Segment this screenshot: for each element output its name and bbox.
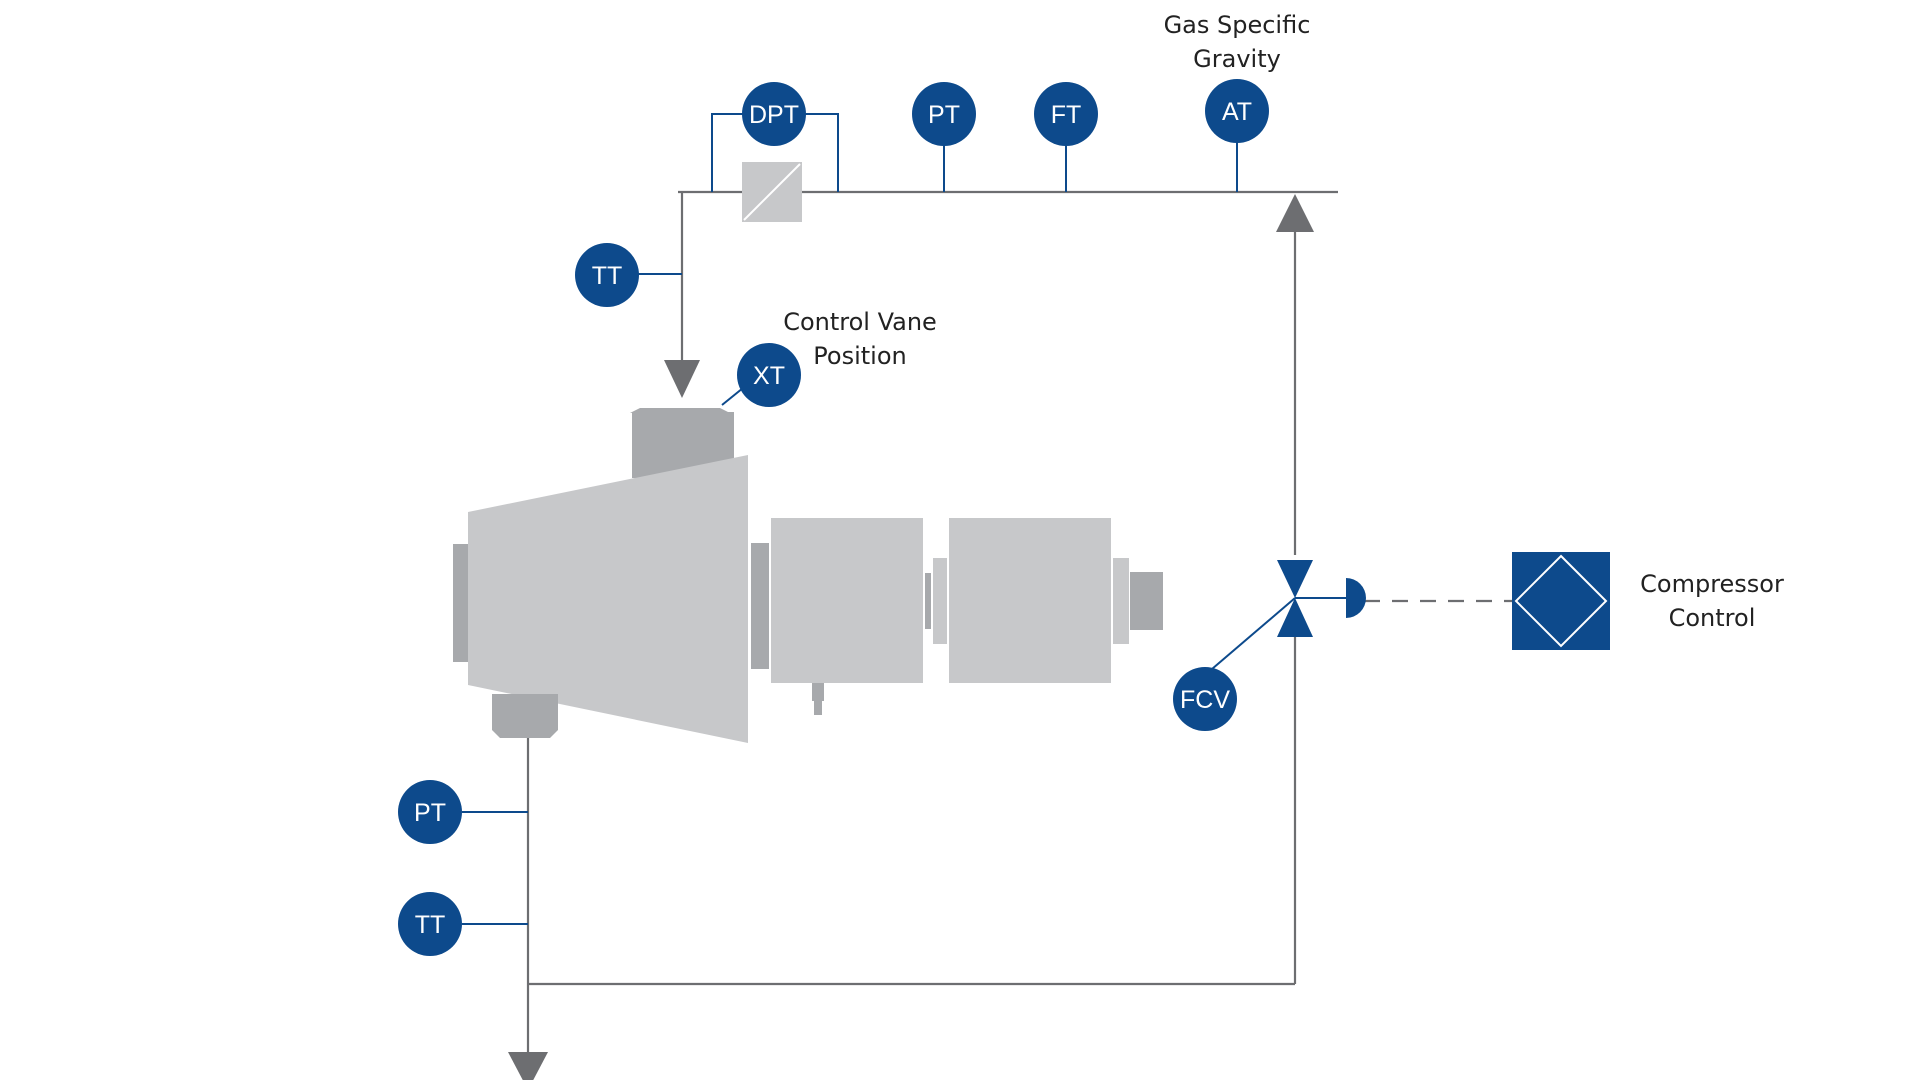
gas-specific-gravity-label-line2: Gravity bbox=[1193, 45, 1281, 73]
motor-end-cap bbox=[1113, 558, 1129, 644]
driver-motor bbox=[949, 518, 1111, 683]
gearbox-drain-tip bbox=[814, 701, 822, 715]
fcv-connection bbox=[1211, 597, 1296, 670]
process-piping bbox=[508, 162, 1338, 1080]
instrument-tag-tt-inlet: TT bbox=[592, 262, 623, 290]
instrument-tag-at: AT bbox=[1222, 98, 1252, 126]
valve-actuator-icon bbox=[1346, 578, 1366, 618]
instrument-at[interactable]: AT bbox=[1205, 79, 1269, 143]
compressor-left-flange bbox=[453, 544, 468, 662]
valve-upper-triangle-icon bbox=[1277, 560, 1313, 598]
instrument-ft[interactable]: FT bbox=[1034, 82, 1098, 146]
compressor-control-block bbox=[1512, 552, 1610, 650]
compressor-control-label-line2: Control bbox=[1669, 604, 1756, 632]
coupling-hub-left bbox=[925, 573, 931, 629]
compressor-body bbox=[468, 455, 748, 743]
inlet-nozzle-flange bbox=[630, 408, 730, 413]
instrument-tag-pt-outlet: PT bbox=[414, 799, 446, 827]
instrument-tag-dpt: DPT bbox=[749, 101, 799, 129]
compressor-train bbox=[453, 408, 1163, 743]
instrument-dpt[interactable]: DPT bbox=[742, 82, 806, 146]
instrument-pt-outlet[interactable]: PT bbox=[398, 780, 462, 844]
instrument-bubble bbox=[742, 82, 806, 146]
instrument-tag-tt-outlet: TT bbox=[415, 911, 446, 939]
instrument-bubble bbox=[912, 82, 976, 146]
instrument-pt-top[interactable]: PT bbox=[912, 82, 976, 146]
instrument-tag-pt-top: PT bbox=[928, 101, 960, 129]
instrument-connections bbox=[462, 113, 1512, 925]
instrument-bubble bbox=[398, 892, 462, 956]
instrument-bubble bbox=[1173, 667, 1237, 731]
compressor-control-icon bbox=[1512, 552, 1610, 650]
instrument-bubble bbox=[1205, 79, 1269, 143]
control-vane-position-label-line2: Position bbox=[813, 342, 906, 370]
discharge-nozzle bbox=[492, 694, 558, 730]
instrument-tag-ft: FT bbox=[1051, 101, 1082, 129]
instrument-bubble bbox=[1034, 82, 1098, 146]
gas-specific-gravity-label-line1: Gas Specific bbox=[1164, 11, 1311, 39]
coupling bbox=[933, 558, 947, 644]
discharge-arrow-icon bbox=[508, 1052, 548, 1080]
control-valve bbox=[1277, 560, 1366, 637]
xt-connection bbox=[721, 387, 744, 406]
gearbox bbox=[771, 518, 923, 683]
instrument-xt[interactable]: XT bbox=[737, 343, 801, 407]
instrument-tag-xt: XT bbox=[753, 362, 785, 390]
inlet-arrow-icon bbox=[664, 360, 700, 398]
compressor-control-label-line1: Compressor bbox=[1640, 570, 1784, 598]
recycle-up-arrow-icon bbox=[1276, 194, 1314, 232]
gearbox-drain bbox=[812, 683, 824, 701]
instrument-bubble bbox=[398, 780, 462, 844]
discharge-nozzle-flange bbox=[492, 730, 558, 738]
compressor-control-diamond bbox=[1514, 554, 1608, 648]
control-vane-position-label-line1: Control Vane bbox=[783, 308, 937, 336]
instrument-bubble bbox=[737, 343, 801, 407]
instrument-tag-fcv: FCV bbox=[1180, 686, 1230, 714]
instrument-tt-inlet[interactable]: TT bbox=[575, 243, 639, 307]
flow-element-diagonal bbox=[743, 163, 801, 221]
instrument-fcv[interactable]: FCV bbox=[1173, 667, 1237, 731]
compressor-right-flange bbox=[751, 543, 769, 669]
valve-lower-triangle-icon bbox=[1277, 598, 1313, 637]
instrument-bubble bbox=[575, 243, 639, 307]
instrument-tt-outlet[interactable]: TT bbox=[398, 892, 462, 956]
motor-shaft-end bbox=[1130, 572, 1163, 630]
